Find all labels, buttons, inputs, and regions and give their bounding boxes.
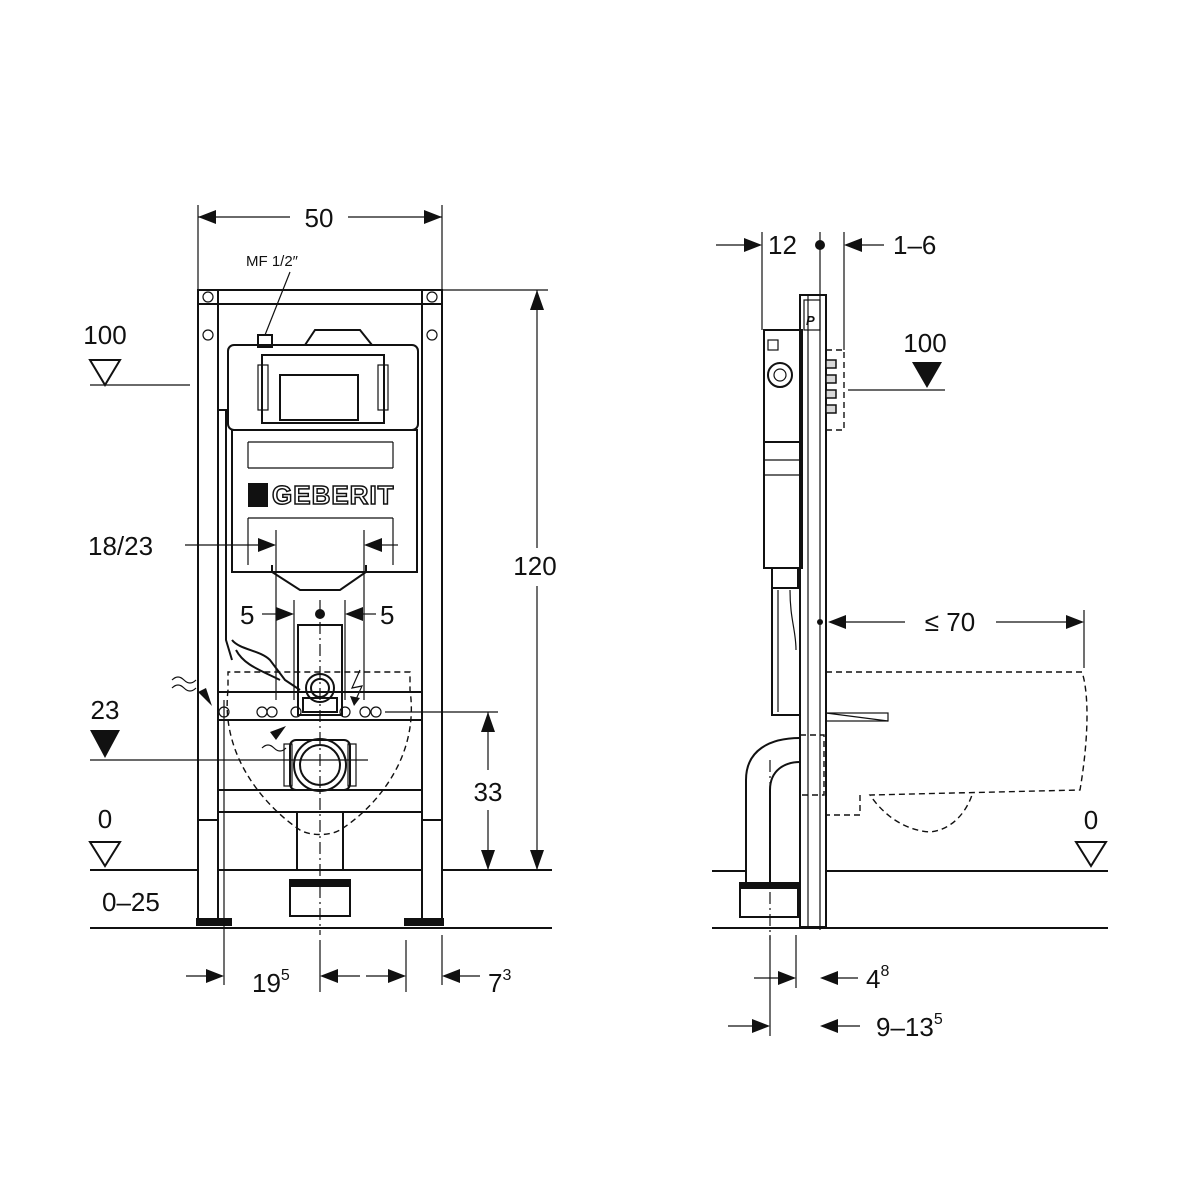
- dim-height-label: 120: [513, 551, 556, 581]
- front-view: GEBERIT: [83, 203, 556, 998]
- mf-connection-callout: MF 1/2″: [246, 253, 299, 348]
- dim-height-33: 33: [385, 711, 503, 870]
- side-wc-bowl: [826, 671, 1088, 833]
- side-cistern: [763, 329, 803, 716]
- level-0-front: 0: [88, 804, 552, 871]
- dim-floor-range: 0–25: [90, 887, 552, 929]
- frame-logo: P: [806, 313, 815, 328]
- level-100-front: 100: [83, 320, 190, 387]
- dim-bottom-front: 195 73: [186, 700, 511, 998]
- side-frame: P: [799, 294, 827, 928]
- dim-floor-range-label: 0–25: [102, 887, 160, 917]
- dim-7-label: 73: [488, 967, 511, 998]
- dim-offset-left: 5: [240, 600, 254, 630]
- dim-offsets: 5 5: [240, 600, 394, 700]
- dim-width-50: 50: [197, 203, 443, 290]
- level-23-label: 23: [91, 695, 120, 725]
- level-0-front-label: 0: [98, 804, 112, 834]
- level-0-side-label: 0: [1084, 805, 1098, 835]
- front-frame: [196, 289, 444, 926]
- level-100-side: 100: [848, 328, 947, 391]
- level-23: 23: [90, 695, 368, 761]
- dim-9-label: 9–135: [876, 1011, 943, 1042]
- dim-bowl-projection: ≤ 70: [828, 607, 1085, 668]
- level-100-label: 100: [83, 320, 126, 350]
- dim-1-6-label: 1–6: [893, 230, 936, 260]
- dim-offset-right: 5: [380, 600, 394, 630]
- side-actuator: [825, 349, 845, 431]
- dim-depth-top: 12 1–6: [716, 230, 936, 930]
- dim-33-label: 33: [474, 777, 503, 807]
- level-100-side-label: 100: [903, 328, 946, 358]
- dim-bottom-side: 48 9–135: [728, 935, 943, 1042]
- side-pipes: [739, 712, 889, 918]
- dim-actuator-label: 18/23: [88, 531, 153, 561]
- mf-connection-label: MF 1/2″: [246, 253, 299, 270]
- dim-12-label: 12: [768, 230, 797, 260]
- brand-logo: GEBERIT: [272, 480, 395, 510]
- dim-4-label: 48: [866, 963, 889, 994]
- front-pipes: [218, 624, 412, 917]
- front-cistern: GEBERIT: [218, 329, 419, 691]
- level-0-side: 0: [712, 805, 1108, 929]
- dim-height-120: 120: [442, 289, 557, 870]
- dim-19-label: 195: [252, 967, 290, 998]
- front-symbols: [171, 669, 364, 752]
- side-view: P: [712, 230, 1108, 1042]
- dim-width-label: 50: [305, 203, 334, 233]
- dim-projection-label: ≤ 70: [925, 607, 975, 637]
